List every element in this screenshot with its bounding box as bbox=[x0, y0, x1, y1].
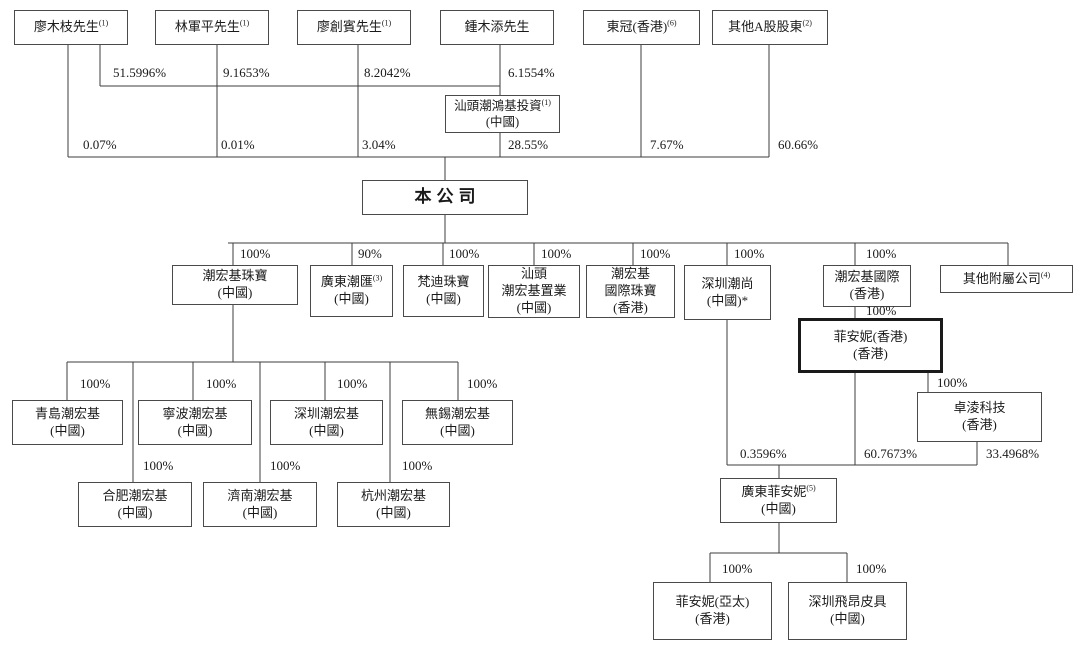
node-shantou-property: 汕頭 潮宏基置業 (中國) bbox=[488, 265, 580, 318]
node-wuxi-chj: 無錫潮宏基 (中國) bbox=[402, 400, 513, 445]
pct-liao-muzhi-to-company: 0.07% bbox=[83, 137, 117, 152]
pct-company-to-shantou-property: 100% bbox=[541, 246, 572, 261]
pct-liao-chuangbin-to-company: 3.04% bbox=[362, 137, 396, 152]
pct-shenzhen-chaoshang-to-guangdong-fion: 0.3596% bbox=[740, 446, 787, 461]
node-shenzhen-feiang: 深圳飛昂皮具 (中國) bbox=[788, 582, 907, 640]
pct-company-to-fandi: 100% bbox=[449, 246, 480, 261]
pct-chj-jewellery-to-hefei: 100% bbox=[143, 458, 174, 473]
pct-chj-jewellery-to-jinan: 100% bbox=[270, 458, 301, 473]
node-fandi-jewellery: 梵迪珠寶 (中國) bbox=[403, 265, 484, 317]
pct-company-to-chj-jewellery: 100% bbox=[240, 246, 271, 261]
node-shantou-investment: 汕頭潮鴻基投資(1) (中國) bbox=[445, 95, 560, 133]
pct-zhong-mutian-to-investment: 6.1554% bbox=[508, 65, 555, 80]
node-other-a-shareholders: 其他A股股東(2) bbox=[712, 10, 828, 45]
node-other-subsidiaries: 其他附屬公司(4) bbox=[940, 265, 1073, 293]
pct-lin-junping-to-company: 0.01% bbox=[221, 137, 255, 152]
node-hefei-chj: 合肥潮宏基 (中國) bbox=[78, 482, 192, 527]
node-guangdong-fion: 廣東菲安妮(5) (中國) bbox=[720, 478, 837, 523]
pct-dongguan-to-company: 7.67% bbox=[650, 137, 684, 152]
pct-chj-international-to-fion-hk: 100% bbox=[866, 303, 897, 318]
node-hangzhou-chj: 杭州潮宏基 (中國) bbox=[337, 482, 450, 527]
pct-fion-hk-to-zhuoling: 100% bbox=[937, 375, 968, 390]
node-shenzhen-chaoshang: 深圳潮尚 (中國)* bbox=[684, 265, 771, 320]
pct-company-to-chj-international: 100% bbox=[866, 246, 897, 261]
node-chj-jewellery: 潮宏基珠寶 (中國) bbox=[172, 265, 298, 305]
node-liao-muzhi: 廖木枝先生(1) bbox=[14, 10, 128, 45]
node-chj-international: 潮宏基國際 (香港) bbox=[823, 265, 911, 307]
node-fion-asia-pacific: 菲安妮(亞太) (香港) bbox=[653, 582, 772, 640]
node-company: 本公司 bbox=[362, 180, 528, 215]
pct-company-to-guangdong-chaohui: 90% bbox=[358, 246, 382, 261]
pct-guangdong-fion-to-fion-ap: 100% bbox=[722, 561, 753, 576]
node-guangdong-chaohui: 廣東潮匯(3) (中國) bbox=[310, 265, 393, 317]
pct-company-to-intl-jewellery: 100% bbox=[640, 246, 671, 261]
pct-guangdong-fion-to-shenzhen-feiang: 100% bbox=[856, 561, 887, 576]
node-intl-jewellery: 潮宏基 國際珠寶 (香港) bbox=[586, 265, 675, 318]
pct-chj-jewellery-to-shenzhen: 100% bbox=[337, 376, 368, 391]
pct-other-a-to-company: 60.66% bbox=[778, 137, 819, 152]
pct-chj-jewellery-to-qingdao: 100% bbox=[80, 376, 111, 391]
pct-liao-muzhi-to-investment: 51.5996% bbox=[113, 65, 167, 80]
pct-lin-junping-to-investment: 9.1653% bbox=[223, 65, 270, 80]
pct-chj-jewellery-to-ningbo: 100% bbox=[206, 376, 237, 391]
node-zhuoling-tech: 卓淩科技 (香港) bbox=[917, 392, 1042, 442]
node-dongguan-hk: 東冠(香港)(6) bbox=[583, 10, 700, 45]
node-fion-hk: 菲安妮(香港) (香港) bbox=[798, 318, 943, 373]
pct-company-to-shenzhen-chaoshang: 100% bbox=[734, 246, 765, 261]
pct-zhuoling-to-guangdong-fion: 33.4968% bbox=[986, 446, 1040, 461]
pct-fion-hk-to-guangdong-fion: 60.7673% bbox=[864, 446, 918, 461]
pct-liao-chuangbin-to-investment: 8.2042% bbox=[364, 65, 411, 80]
pct-chj-jewellery-to-hangzhou: 100% bbox=[402, 458, 433, 473]
node-shenzhen-chj: 深圳潮宏基 (中國) bbox=[270, 400, 383, 445]
node-ningbo-chj: 寧波潮宏基 (中國) bbox=[138, 400, 252, 445]
node-jinan-chj: 濟南潮宏基 (中國) bbox=[203, 482, 317, 527]
pct-chj-jewellery-to-wuxi: 100% bbox=[467, 376, 498, 391]
node-lin-junping: 林軍平先生(1) bbox=[155, 10, 269, 45]
node-liao-chuangbin: 廖創賓先生(1) bbox=[297, 10, 411, 45]
node-zhong-mutian: 鍾木添先生 bbox=[440, 10, 554, 45]
pct-investment-to-company: 28.55% bbox=[508, 137, 549, 152]
node-qingdao-chj: 青島潮宏基 (中國) bbox=[12, 400, 123, 445]
